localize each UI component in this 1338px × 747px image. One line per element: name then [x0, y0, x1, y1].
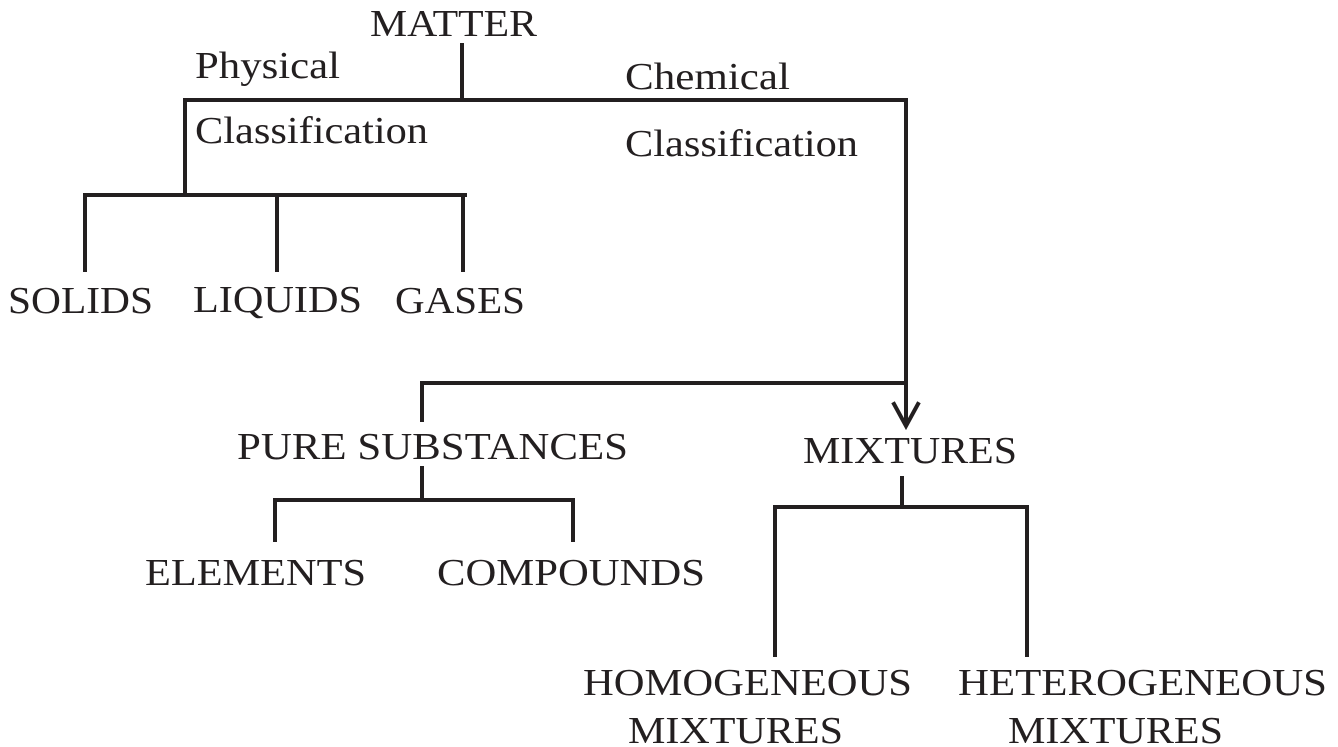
connector-lines	[83, 43, 1029, 657]
arrowhead-icon	[891, 401, 921, 431]
liquids-node: LIQUIDS	[193, 279, 362, 321]
compounds-node: COMPOUNDS	[437, 552, 705, 594]
root-node-label: MATTER	[370, 3, 538, 45]
mixtures-node: MIXTURES	[803, 430, 1017, 472]
homogeneous-node-line2: MIXTURES	[628, 710, 843, 747]
heterogeneous-node-line1: HETEROGENEOUS	[958, 662, 1327, 704]
chemical-label: Chemical	[625, 56, 790, 98]
gases-node: GASES	[395, 280, 525, 322]
physical-classification-label: Classification	[195, 110, 428, 152]
pure-substances-node: PURE SUBSTANCES	[237, 426, 628, 468]
heterogeneous-node-line2: MIXTURES	[1008, 710, 1223, 747]
elements-node: ELEMENTS	[145, 552, 366, 594]
solids-node: SOLIDS	[8, 280, 153, 322]
physical-label: Physical	[195, 45, 340, 87]
chemical-classification-label: Classification	[625, 123, 858, 165]
homogeneous-node-line1: HOMOGENEOUS	[583, 662, 912, 704]
